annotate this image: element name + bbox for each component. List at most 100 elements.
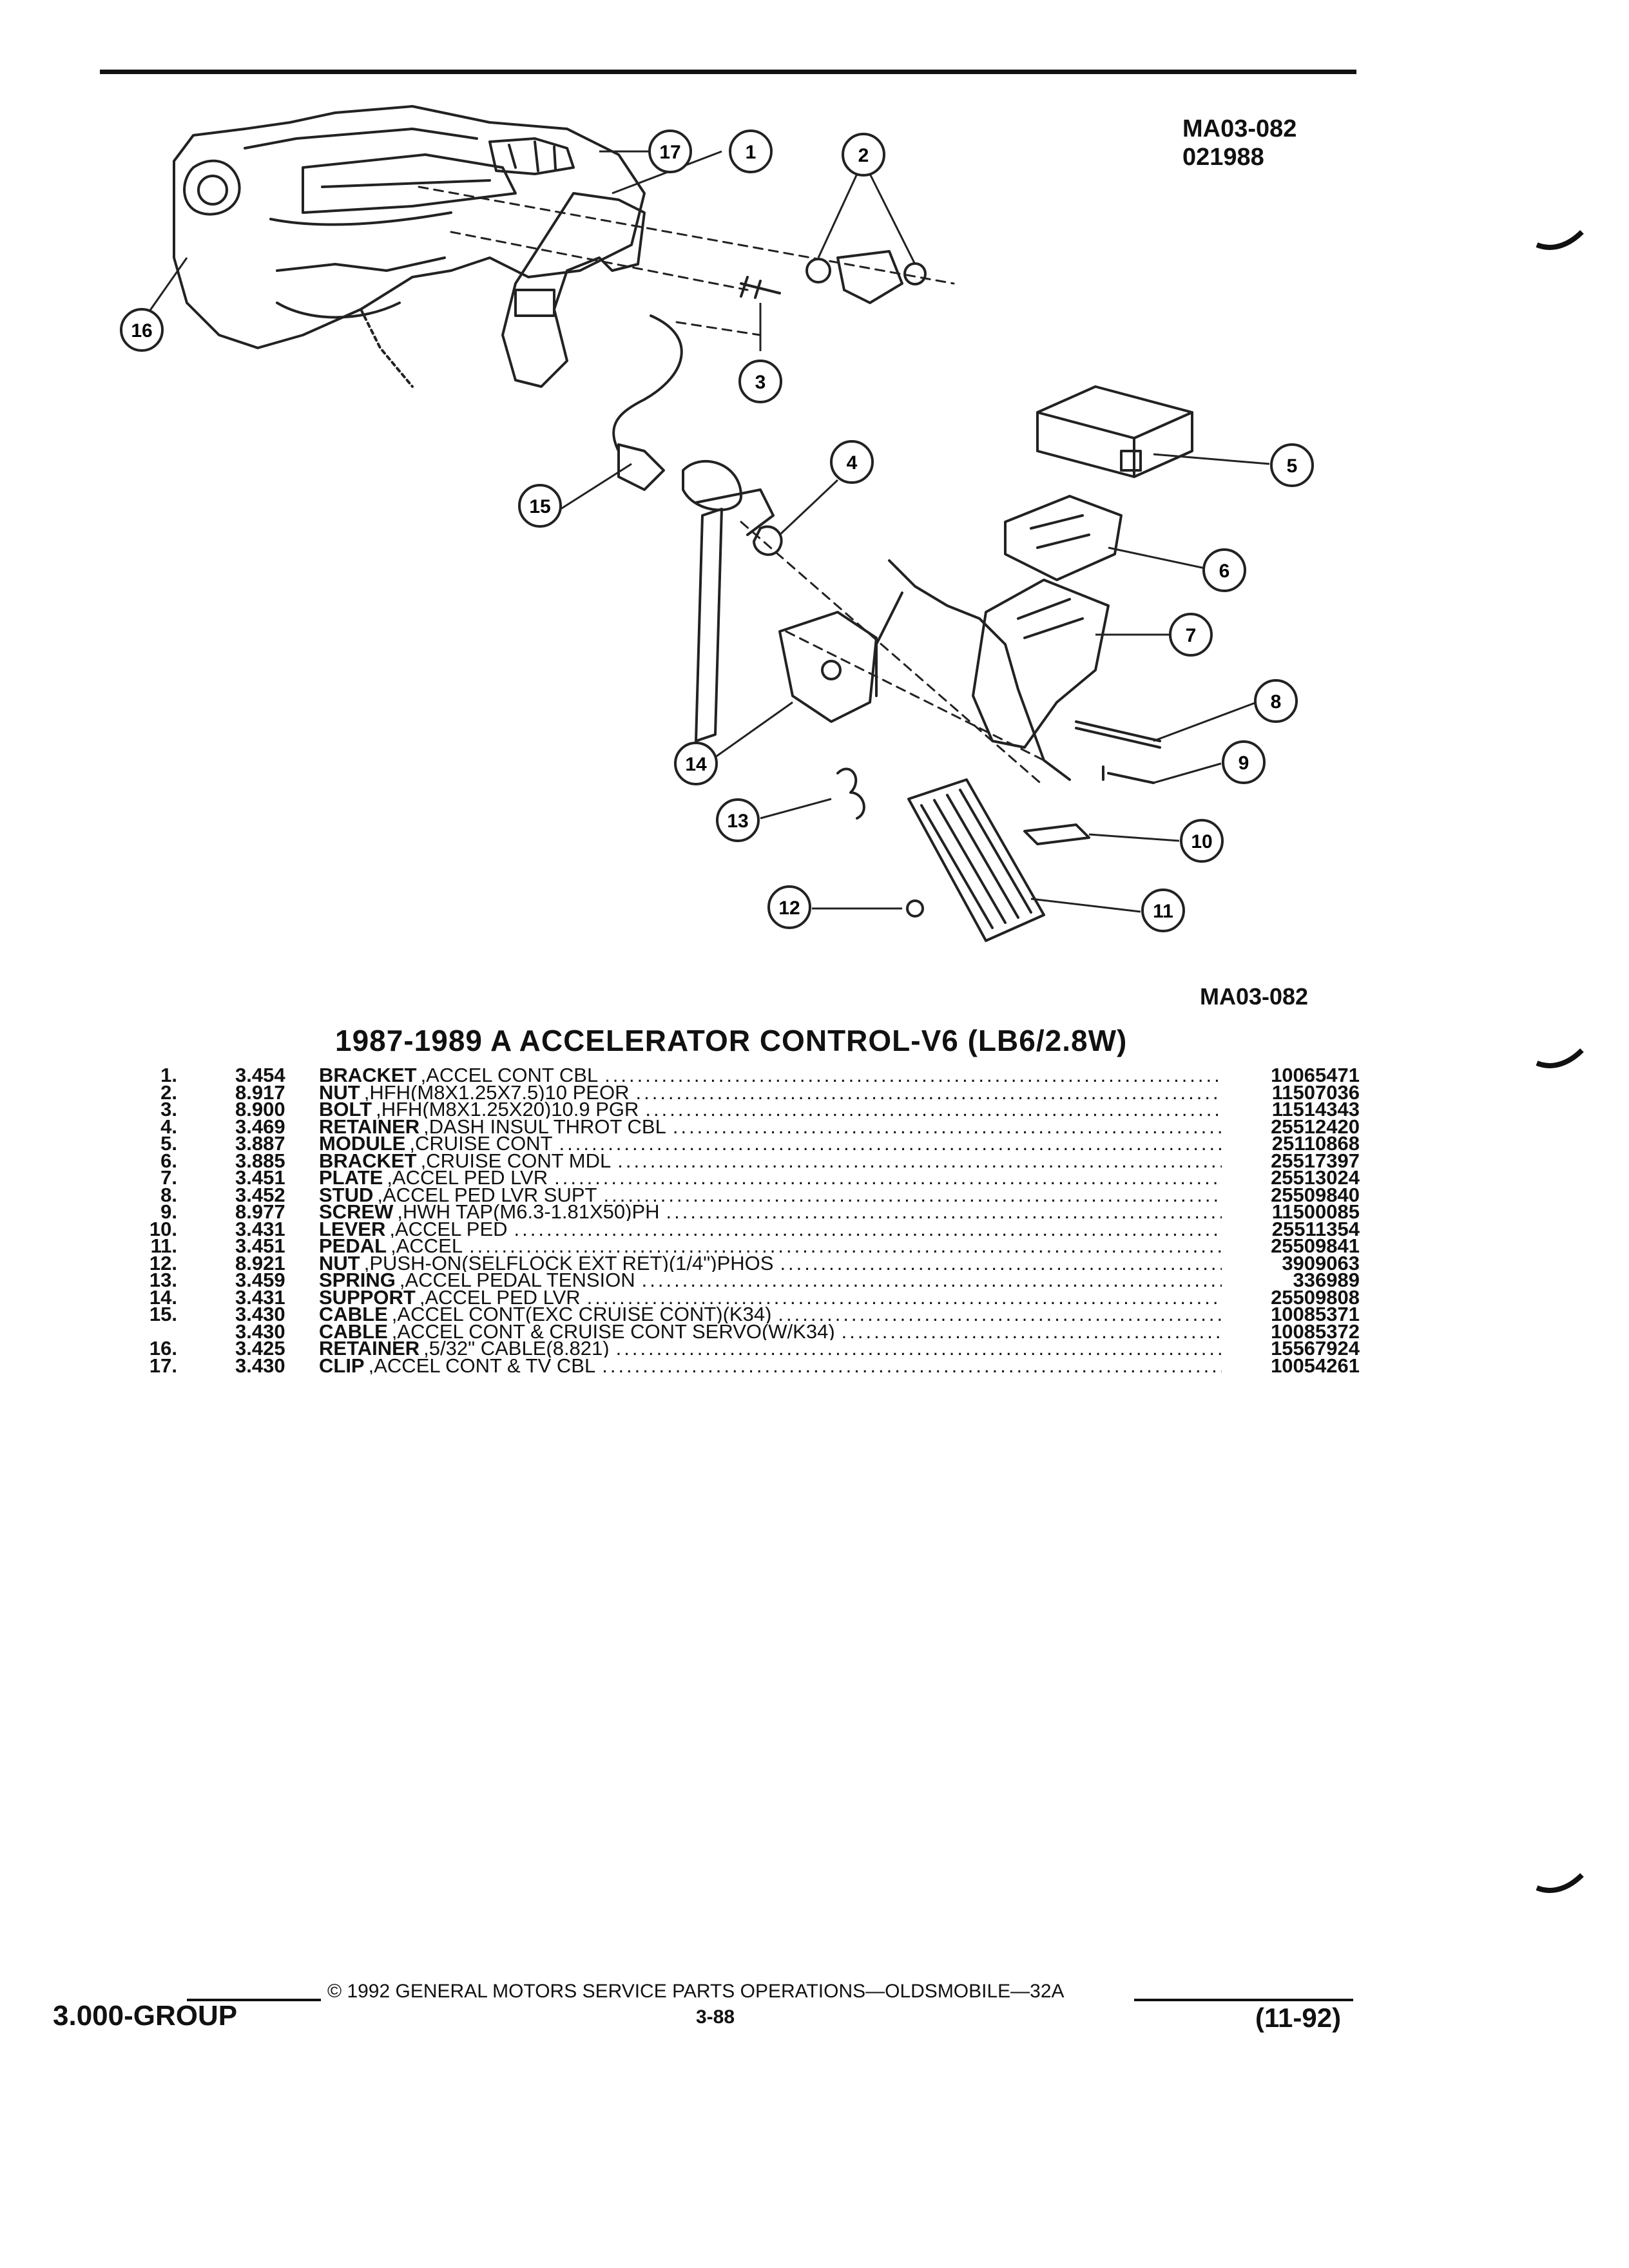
- svg-text:4: 4: [847, 452, 858, 474]
- part-description: CLIP,ACCEL CONT & TV CBL: [319, 1358, 1231, 1375]
- part-name: LEVER: [319, 1220, 386, 1238]
- part-detail: ,CRUISE CONT MDL: [420, 1152, 612, 1170]
- leader-dots: [780, 1255, 1222, 1273]
- callout-12: 12: [767, 885, 811, 929]
- part-name: NUT: [319, 1254, 360, 1273]
- part-name: RETAINER: [319, 1340, 420, 1358]
- part-number: 10085371: [1271, 1303, 1360, 1325]
- part-number: 15567924: [1271, 1337, 1360, 1360]
- callout-16: 16: [120, 308, 164, 352]
- leader-dots: [645, 1101, 1222, 1119]
- group-number: 3.431: [235, 1285, 285, 1309]
- leader-dots: [604, 1067, 1222, 1084]
- part-number: 11500085: [1271, 1200, 1360, 1223]
- part-name: BRACKET: [319, 1152, 417, 1170]
- item-number: 2.: [160, 1081, 177, 1104]
- item-number: 16.: [149, 1337, 177, 1360]
- part-name: RETAINER: [319, 1118, 420, 1136]
- part-description: PEDAL,ACCEL: [319, 1238, 1231, 1255]
- screw-drawing: [1102, 765, 1155, 784]
- item-number: 12.: [149, 1251, 177, 1274]
- part-detail: ,5/32" CABLE(8.821): [423, 1340, 610, 1358]
- svg-text:17: 17: [659, 142, 680, 163]
- item-number: 13.: [149, 1269, 177, 1291]
- callout-5: 5: [1270, 443, 1314, 487]
- leader-dots: [616, 1340, 1222, 1358]
- group-number: 3.451: [235, 1166, 285, 1189]
- group-number: 3.452: [235, 1183, 285, 1206]
- callout-17: 17: [648, 130, 692, 173]
- part-detail: ,ACCEL CONT(EXC CRUISE CONT)(K34): [391, 1306, 772, 1323]
- page-number: 3-88: [696, 2006, 735, 2028]
- leader-dots: [469, 1238, 1222, 1255]
- part-name: PEDAL: [319, 1238, 387, 1255]
- part-description: RETAINER,DASH INSUL THROT CBL: [319, 1119, 1231, 1136]
- part-description: RETAINER,5/32" CABLE(8.821): [319, 1340, 1231, 1358]
- group-number: 8.977: [235, 1200, 285, 1223]
- part-detail: ,DASH INSUL THROT CBL: [423, 1118, 666, 1136]
- part-number: 25509808: [1271, 1285, 1360, 1309]
- part-description: BRACKET,ACCEL CONT CBL: [319, 1067, 1231, 1084]
- leader-dots: [635, 1084, 1222, 1102]
- callout-9: 9: [1222, 740, 1266, 784]
- leader-dots: [514, 1221, 1222, 1238]
- dash-panel-drawing: [695, 508, 723, 742]
- part-detail: ,HFH(M8X1.25X7.5)10 PEOR: [363, 1084, 630, 1102]
- part-detail: ,ACCEL PED LVR: [419, 1289, 581, 1307]
- item-number: 15.: [149, 1303, 177, 1325]
- item-number: 1.: [160, 1064, 177, 1086]
- part-name: SUPPORT: [319, 1289, 416, 1307]
- callout-1: 1: [729, 130, 773, 173]
- group-number: 8.900: [235, 1098, 285, 1120]
- revision-date: (11-92): [1255, 2003, 1342, 2033]
- group-number: 3.469: [235, 1115, 285, 1138]
- callout-10: 10: [1180, 819, 1224, 863]
- part-description: NUT,HFH(M8X1.25X7.5)10 PEOR: [319, 1084, 1231, 1102]
- part-name: CABLE: [319, 1323, 388, 1341]
- item-number: 14.: [149, 1285, 177, 1309]
- svg-text:5: 5: [1287, 456, 1298, 477]
- part-description: CABLE,ACCEL CONT & CRUISE CONT SERVO(W/K…: [319, 1323, 1231, 1341]
- parts-row: 14. 3.431 SUPPORT,ACCEL PED LVR 25509808: [126, 1285, 1360, 1309]
- leader-dots: [642, 1272, 1222, 1289]
- part-number: 25110868: [1271, 1132, 1360, 1155]
- part-name: NUT: [319, 1084, 360, 1102]
- part-number: 25512420: [1271, 1115, 1360, 1138]
- svg-text:15: 15: [529, 496, 550, 517]
- part-detail: ,ACCEL PED LVR: [387, 1169, 548, 1187]
- lever-plate-drawing: [972, 579, 1110, 749]
- part-detail: ,ACCEL: [390, 1238, 463, 1255]
- item-number: 7.: [160, 1166, 177, 1189]
- part-number: 10065471: [1271, 1064, 1360, 1086]
- part-description: SUPPORT,ACCEL PED LVR: [319, 1289, 1231, 1307]
- support-drawing: [778, 611, 878, 723]
- binding-mark-2: [1536, 1048, 1584, 1068]
- top-rule: [100, 70, 1356, 74]
- part-description: MODULE,CRUISE CONT: [319, 1135, 1231, 1153]
- leader-dots: [603, 1187, 1222, 1204]
- item-number: 11.: [150, 1235, 177, 1257]
- group-number: 3.430: [235, 1354, 285, 1377]
- part-name: CABLE: [319, 1306, 388, 1323]
- part-number: 25513024: [1271, 1166, 1360, 1189]
- illustration-date-code: 021988: [1182, 144, 1264, 171]
- binding-mark-1: [1536, 230, 1584, 250]
- group-number: 3.885: [235, 1149, 285, 1172]
- part-description: NUT,PUSH-ON(SELFLOCK EXT RET)(1/4")PHOS: [319, 1255, 1231, 1273]
- bolt-drawing: [740, 276, 781, 299]
- part-detail: ,ACCEL CONT & CRUISE CONT SERVO(W/K34): [391, 1323, 835, 1341]
- callout-6: 6: [1202, 548, 1246, 592]
- part-description: BOLT,HFH(M8X1.25X20)10.9 PGR: [319, 1101, 1231, 1119]
- svg-text:11: 11: [1153, 901, 1173, 922]
- callout-7: 7: [1169, 613, 1213, 657]
